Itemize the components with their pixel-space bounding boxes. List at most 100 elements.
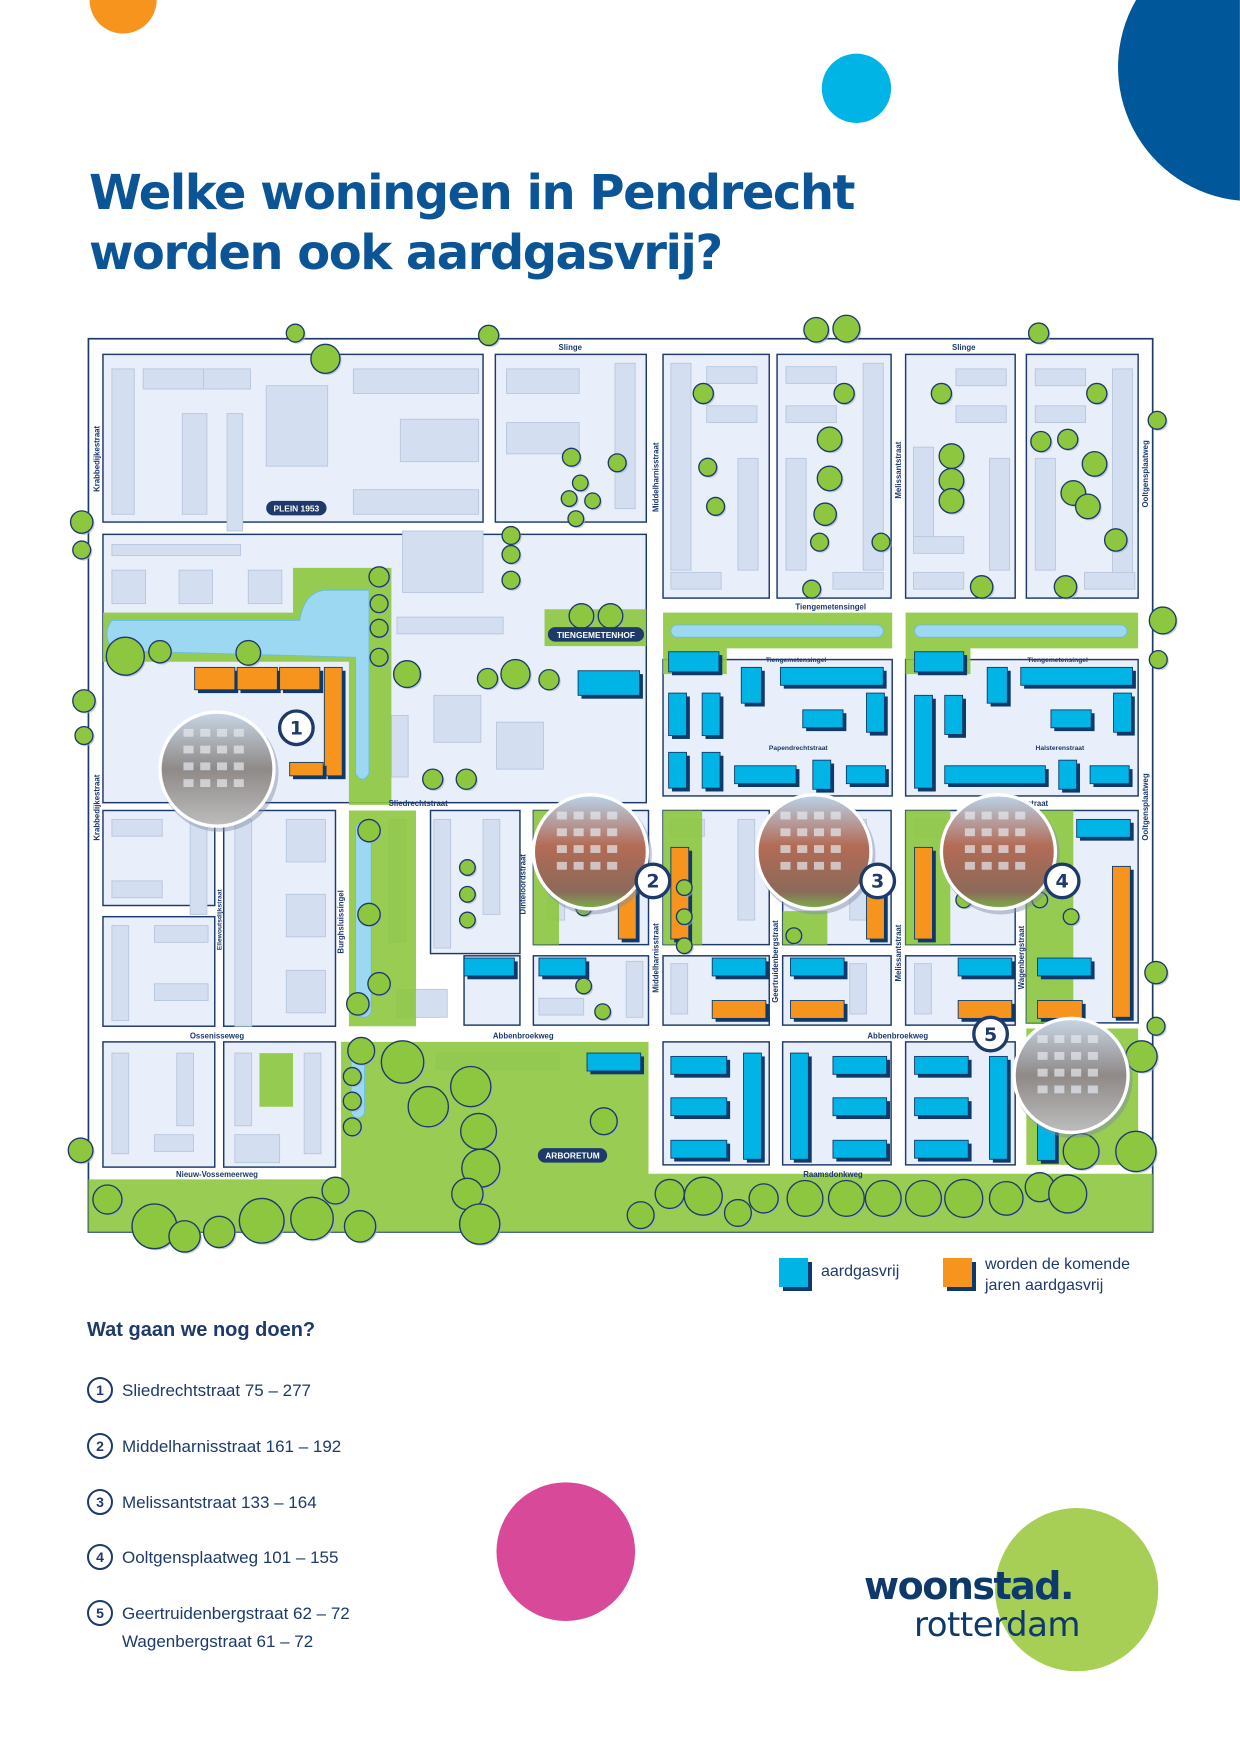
legend-label-aardgasvrij: aardgasvrij (821, 1263, 900, 1280)
number-badge: 4 (87, 1544, 113, 1570)
tree-icon (748, 1183, 779, 1214)
photo-window (1037, 1035, 1048, 1044)
building-outline (247, 569, 283, 605)
tree-icon (809, 532, 830, 552)
building-outline (176, 1052, 194, 1127)
tree-icon (501, 544, 521, 565)
number-badge: 1 (87, 1377, 113, 1403)
marker-5-number: 5 (984, 1024, 997, 1046)
building-komende-jaren (711, 1000, 767, 1019)
photo-window (797, 828, 808, 837)
street-wagenbergstraat: Wagenbergstraat (1017, 925, 1026, 989)
photo-window (998, 811, 1009, 820)
tree-icon (589, 1107, 618, 1136)
photo-window (981, 811, 992, 820)
photo-window (813, 811, 825, 820)
building-aardgasvrij (790, 957, 845, 977)
tree-icon (501, 525, 521, 546)
street-melissantstraat-2: Melissantstraat (894, 924, 903, 981)
navy-circle-decoration (1118, 0, 1240, 201)
building-outline (178, 569, 213, 605)
photo-window (964, 828, 975, 837)
todo-item-text: Melissantstraat 133 – 164 (122, 1489, 317, 1517)
building-aardgasvrij (832, 1097, 888, 1117)
tree-icon (785, 927, 803, 945)
tree-icon (1056, 428, 1079, 451)
photo-window (964, 845, 975, 853)
tree-icon (343, 1210, 377, 1243)
building-outline (1084, 571, 1136, 590)
marker-4-number: 4 (1056, 871, 1069, 893)
tree-icon (816, 426, 843, 453)
photo-window (780, 828, 791, 837)
building-aardgasvrij (914, 1139, 969, 1159)
tree-icon (969, 575, 994, 599)
legend-line-2: jaren aardgasvrij (985, 1277, 1104, 1294)
title-line-2: worden ook aardgasvrij? (89, 225, 723, 281)
tree-icon (827, 1179, 865, 1217)
tree-icon (449, 1065, 492, 1108)
building-outline (737, 457, 759, 571)
building-outline (285, 969, 326, 1014)
building-aardgasvrij (1089, 765, 1130, 785)
tree-icon (561, 447, 581, 467)
number-badge: 3 (87, 1489, 113, 1515)
photo-window (1054, 1068, 1065, 1077)
tree-icon (675, 908, 693, 926)
building-outline (153, 925, 209, 943)
todo-item-text: Sliedrechtstraat 75 – 277 (122, 1377, 311, 1405)
photo-window (780, 861, 791, 870)
photo-window (233, 728, 244, 737)
building-outline (396, 616, 504, 635)
tree-icon (357, 818, 381, 843)
tree-icon (575, 977, 593, 995)
todo-line: Geertruidenbergstraat 62 – 72 (122, 1604, 350, 1623)
photo-window (1071, 1035, 1082, 1044)
tree-icon (864, 1179, 902, 1217)
building-komende-jaren (323, 666, 343, 777)
building-outline (625, 960, 644, 1018)
building-aardgasvrij (1050, 709, 1092, 729)
photo-window (830, 845, 841, 853)
tree-icon (1086, 382, 1108, 405)
building-aardgasvrij (802, 709, 844, 729)
tree-icon (455, 768, 478, 790)
tree-icon (944, 1178, 984, 1219)
todo-line: Melissantstraat 133 – 164 (122, 1493, 317, 1512)
tree-icon (1148, 606, 1177, 635)
photo-window (998, 828, 1009, 837)
tree-icon (1146, 1016, 1166, 1036)
photo-window (556, 828, 567, 837)
photo-window (813, 828, 825, 837)
tree-icon (477, 324, 500, 347)
tree-icon (786, 1179, 824, 1217)
plein-1953-label: PLEIN 1953 (274, 503, 320, 513)
green-circle-decoration (995, 1508, 1159, 1672)
marker-1-circle (277, 709, 315, 747)
building-aardgasvrij (944, 765, 1046, 785)
tree-icon (938, 443, 965, 470)
photo-window (830, 811, 841, 820)
photo-window (981, 861, 992, 870)
street-nieuw-vossemeerweg: Nieuw-Vossemeerweg (176, 1170, 258, 1179)
building-outline (181, 413, 208, 515)
building-outline (390, 715, 409, 778)
building-outline (913, 536, 965, 554)
tree-icon (369, 618, 389, 638)
building-outline (785, 405, 837, 424)
photo-window (200, 745, 211, 754)
tree-icon (422, 768, 444, 790)
building-outline (234, 1134, 281, 1164)
building-aardgasvrij (957, 957, 1013, 977)
street-tiengemetensingel-3: Tiengemetensingel (1027, 657, 1088, 664)
photo-window (1037, 1068, 1048, 1077)
building-outline (706, 366, 758, 384)
todo-item: 1 Sliedrechtstraat 75 – 277 (87, 1377, 311, 1405)
building-outline (189, 818, 208, 915)
tree-icon (698, 457, 718, 477)
street-papendrechtstraat: Papendrechtstraat (769, 745, 828, 752)
building-komende-jaren (790, 1000, 845, 1019)
